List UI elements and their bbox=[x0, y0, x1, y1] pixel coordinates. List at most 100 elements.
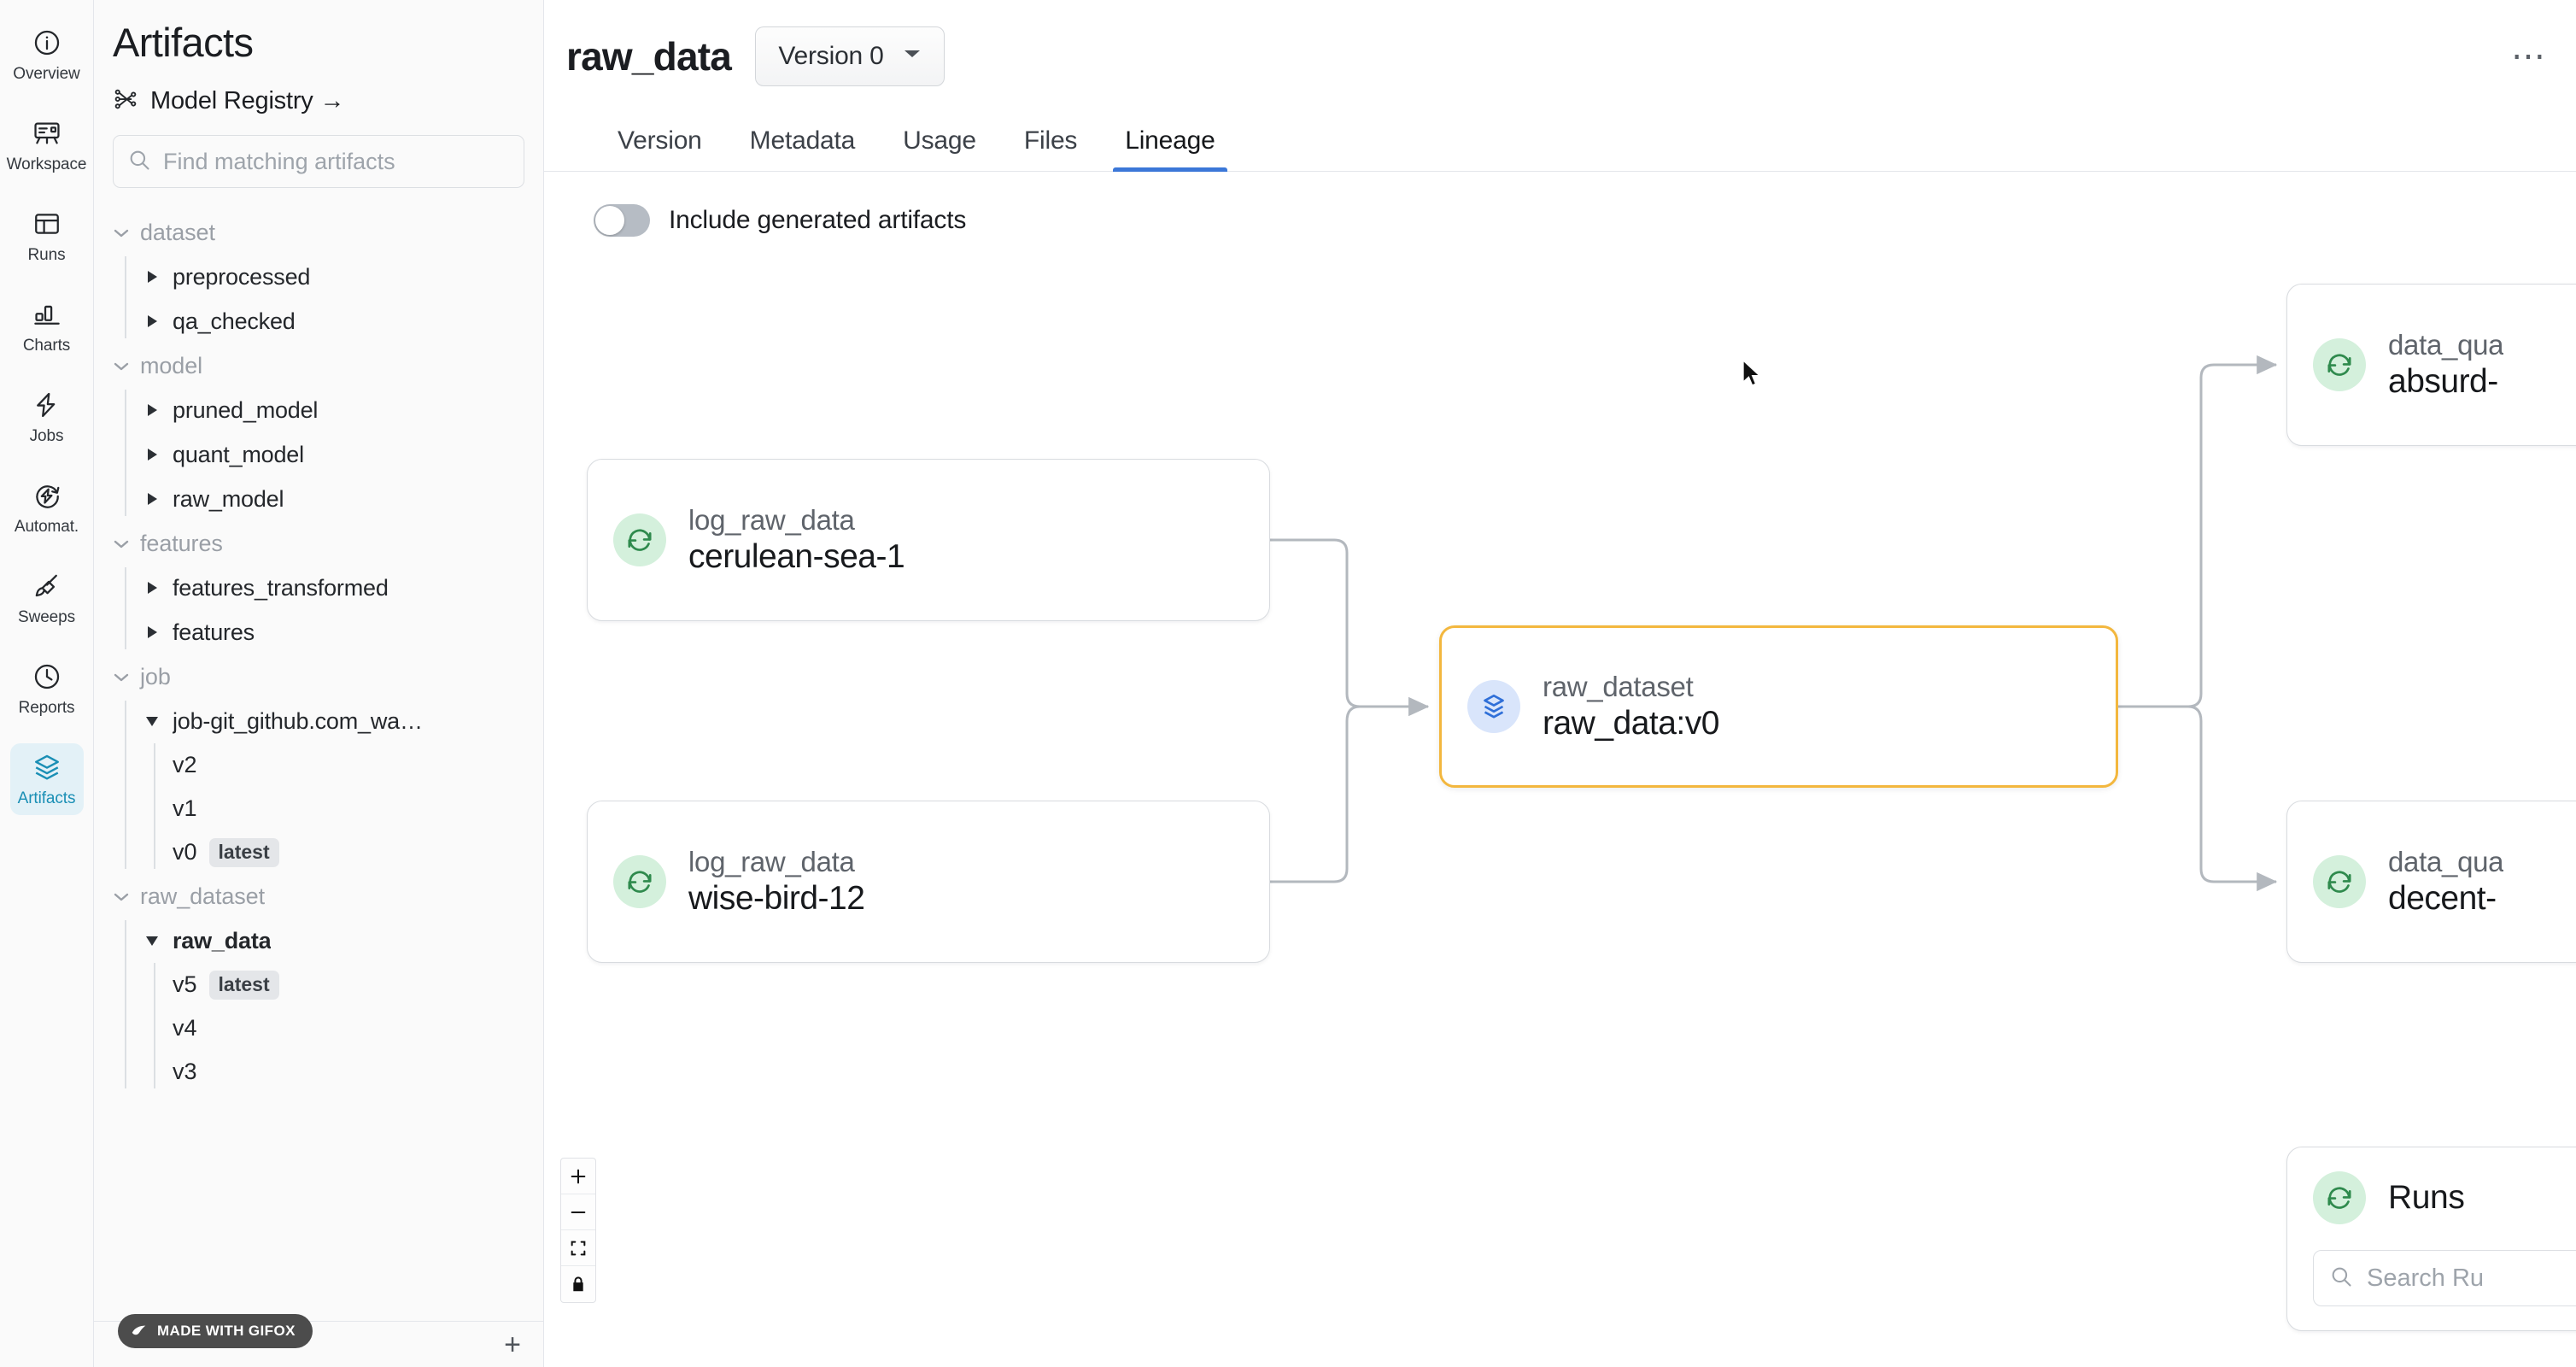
lock-icon[interactable] bbox=[561, 1266, 595, 1302]
latest-badge: latest bbox=[208, 837, 279, 867]
version-item-v4[interactable]: v4 bbox=[154, 1006, 543, 1050]
add-artifact-button[interactable]: + bbox=[504, 1328, 521, 1361]
rail-label: Reports bbox=[18, 698, 75, 717]
rail-item-sweeps[interactable]: Sweeps bbox=[10, 562, 84, 634]
chevron-down-icon bbox=[903, 48, 922, 64]
version-label: v4 bbox=[173, 1015, 197, 1041]
version-label: v1 bbox=[173, 795, 197, 821]
include-generated-artifacts-toggle[interactable] bbox=[594, 204, 650, 237]
version-label: v5 bbox=[173, 971, 197, 997]
rail-item-overview[interactable]: Overview bbox=[10, 19, 84, 91]
rail-item-reports[interactable]: Reports bbox=[10, 653, 84, 725]
tree-item-features_transformed[interactable]: features_transformed bbox=[125, 566, 543, 610]
search-icon bbox=[127, 148, 151, 176]
rail-item-automations[interactable]: Automat. bbox=[10, 472, 84, 543]
rail-item-artifacts[interactable]: Artifacts bbox=[9, 743, 84, 815]
tree-item-raw_data[interactable]: raw_data bbox=[125, 918, 543, 963]
tree-item-preprocessed[interactable]: preprocessed bbox=[125, 255, 543, 299]
info-circle-icon bbox=[31, 26, 63, 59]
version-item-v3[interactable]: v3 bbox=[154, 1050, 543, 1094]
tree-group-header-model[interactable]: model bbox=[94, 343, 543, 388]
model-registry-link[interactable]: Model Registry → bbox=[94, 66, 543, 116]
tree-item-label: features_transformed bbox=[173, 574, 389, 601]
tree-group-header-features[interactable]: features bbox=[94, 521, 543, 566]
runs-search-box[interactable]: Search Ru bbox=[2313, 1250, 2576, 1306]
tab-lineage[interactable]: Lineage bbox=[1101, 126, 1238, 172]
run-icon bbox=[2313, 855, 2366, 908]
include-generated-toggle-row: Include generated artifacts bbox=[544, 172, 2576, 237]
chevron-down-icon bbox=[113, 891, 130, 902]
lineage-edges bbox=[1270, 355, 2278, 892]
caret-right-icon bbox=[143, 582, 161, 594]
version-selector-value: Version 0 bbox=[778, 41, 884, 70]
tree-item-pruned_model[interactable]: pruned_model bbox=[125, 388, 543, 432]
tree-item-qa_checked[interactable]: qa_checked bbox=[125, 299, 543, 343]
fit-view-icon[interactable] bbox=[561, 1230, 595, 1266]
node-title: decent- bbox=[2388, 880, 2497, 917]
tree-group-header-dataset[interactable]: dataset bbox=[94, 210, 543, 255]
tree-item-label: raw_model bbox=[173, 485, 284, 512]
node-title: absurd- bbox=[2388, 363, 2498, 400]
tab-metadata[interactable]: Metadata bbox=[749, 126, 856, 155]
tree-group-label: features bbox=[140, 530, 223, 556]
tree-children: features_transformed features bbox=[94, 566, 543, 654]
run-icon bbox=[613, 513, 666, 566]
tree-group-header-job[interactable]: job bbox=[94, 654, 543, 699]
search-input[interactable] bbox=[163, 148, 510, 175]
caret-right-icon bbox=[143, 493, 161, 505]
artifact-header: raw_data Version 0 ⋯ bbox=[544, 0, 2576, 112]
version-item-v1[interactable]: v1 bbox=[154, 787, 543, 830]
tree-item-jobgit_githubcom_wa[interactable]: job-git_github.com_wa… bbox=[125, 699, 543, 743]
tree-item-raw_model[interactable]: raw_model bbox=[125, 477, 543, 521]
tab-files[interactable]: Files bbox=[1023, 126, 1078, 155]
gifox-label: MADE WITH GIFOX bbox=[157, 1323, 296, 1339]
workspace-icon bbox=[31, 117, 63, 150]
tree-item-features[interactable]: features bbox=[125, 610, 543, 654]
rail-item-workspace[interactable]: Workspace bbox=[7, 109, 87, 181]
rail-item-runs[interactable]: Runs bbox=[10, 200, 84, 272]
rail-item-charts[interactable]: Charts bbox=[10, 290, 84, 362]
tree-item-label: raw_data bbox=[173, 927, 272, 953]
chevron-down-icon bbox=[113, 672, 130, 683]
artifacts-panel: Artifacts Model Registry → datasetprepro… bbox=[94, 0, 544, 1367]
artifact-search-box[interactable] bbox=[113, 135, 524, 188]
node-subtitle: raw_dataset bbox=[1543, 671, 1694, 702]
rail-label: Charts bbox=[22, 336, 71, 355]
version-selector[interactable]: Version 0 bbox=[755, 26, 946, 86]
rail-item-jobs[interactable]: Jobs bbox=[10, 381, 84, 453]
runs-card[interactable]: Runs Search Ru bbox=[2286, 1147, 2576, 1331]
gifox-watermark: MADE WITH GIFOX bbox=[118, 1314, 313, 1348]
more-horizontal-icon[interactable]: ⋯ bbox=[2511, 37, 2547, 75]
dataset-icon bbox=[1467, 680, 1520, 733]
toggle-knob bbox=[595, 206, 624, 235]
version-item-v2[interactable]: v2 bbox=[154, 743, 543, 787]
layers-icon bbox=[31, 751, 63, 783]
tree-item-quant_model[interactable]: quant_model bbox=[125, 432, 543, 477]
caret-down-icon bbox=[143, 717, 161, 726]
node-subtitle: data_qua bbox=[2388, 329, 2504, 361]
runs-card-title: Runs bbox=[2388, 1179, 2465, 1216]
tree-group-label: dataset bbox=[140, 219, 215, 245]
tab-version[interactable]: Version bbox=[618, 126, 702, 155]
tab-usage[interactable]: Usage bbox=[903, 126, 976, 155]
tree-item-label: qa_checked bbox=[173, 308, 296, 334]
tree-group-header-raw_dataset[interactable]: raw_dataset bbox=[94, 874, 543, 918]
zoom-in-icon[interactable] bbox=[561, 1159, 595, 1194]
zoom-out-icon[interactable] bbox=[561, 1194, 595, 1230]
